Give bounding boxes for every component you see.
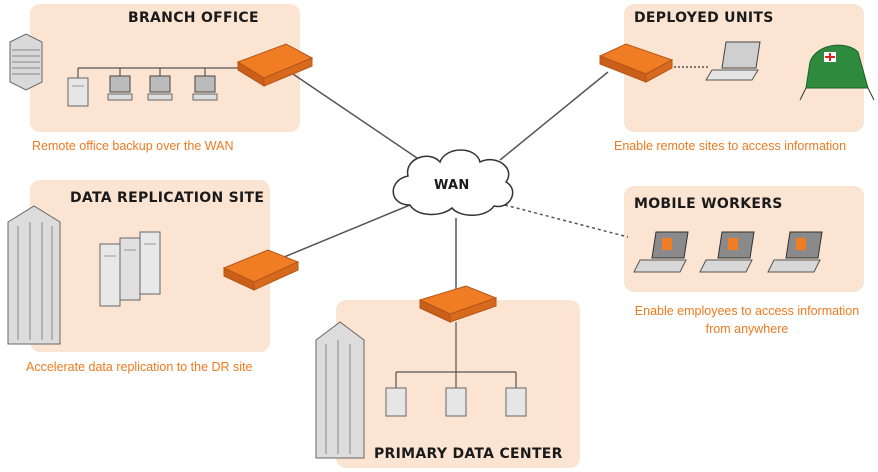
branch-office-title: BRANCH OFFICE [128, 10, 259, 26]
primary-data-center-panel [336, 300, 580, 468]
appliance-icon [222, 249, 300, 291]
link-deployed-wan [499, 71, 609, 161]
wan-label: WAN [434, 178, 470, 193]
mobile-workers-title: MOBILE WORKERS [634, 196, 783, 212]
data-replication-title: DATA REPLICATION SITE [70, 190, 265, 206]
datacenter-skyscraper-icon [315, 321, 365, 459]
wan-cloud-icon [392, 149, 514, 216]
datacenter-server-icon [385, 387, 527, 417]
appliance-icon [418, 285, 498, 323]
mobile-laptop-icon [699, 231, 755, 273]
link-replication-wan [271, 204, 411, 263]
primary-data-center-title: PRIMARY DATA CENTER [374, 446, 563, 462]
link-mobile-wan [504, 204, 629, 238]
mobile-workers-caption-line1: Enable employees to access information [634, 304, 860, 318]
mobile-laptop-icon [633, 231, 689, 273]
field-tent-icon [799, 44, 875, 101]
branch-office-caption: Remote office backup over the WAN [32, 139, 234, 153]
branch-building-icon [9, 33, 43, 91]
appliance-icon [598, 43, 674, 83]
deployed-units-caption: Enable remote sites to access informatio… [614, 139, 847, 153]
storage-array-icon [99, 231, 161, 307]
link-branch-wan [289, 71, 421, 161]
data-replication-caption: Accelerate data replication to the DR si… [26, 360, 253, 374]
branch-server-icon [67, 77, 89, 107]
replication-skyscraper-icon [7, 205, 61, 345]
appliance-icon [236, 43, 314, 87]
deployed-units-title: DEPLOYED UNITS [634, 10, 774, 26]
mobile-workers-caption-line2: from anywhere [705, 322, 789, 336]
branch-workstation-icon [107, 75, 218, 101]
mobile-laptop-icon [767, 231, 823, 273]
deployed-laptop-icon [705, 41, 761, 81]
